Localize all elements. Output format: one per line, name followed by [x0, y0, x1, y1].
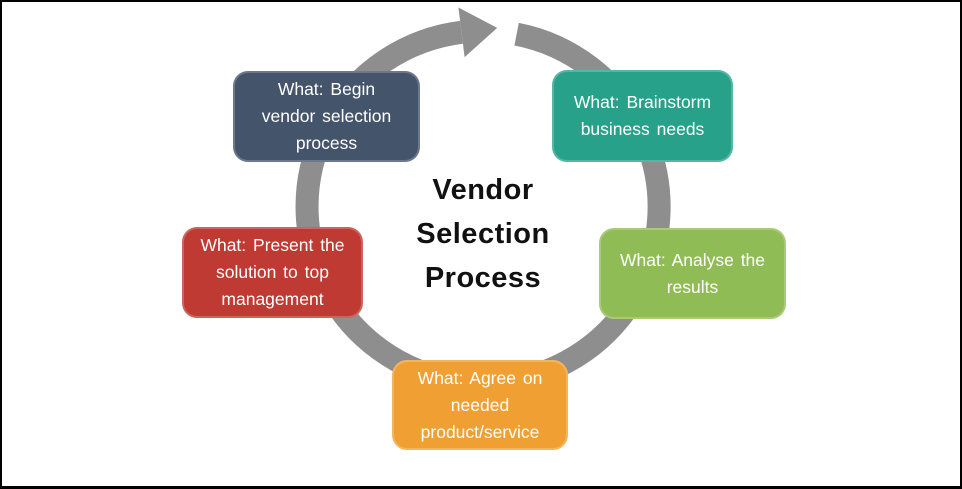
arrowhead-icon [458, 7, 498, 58]
